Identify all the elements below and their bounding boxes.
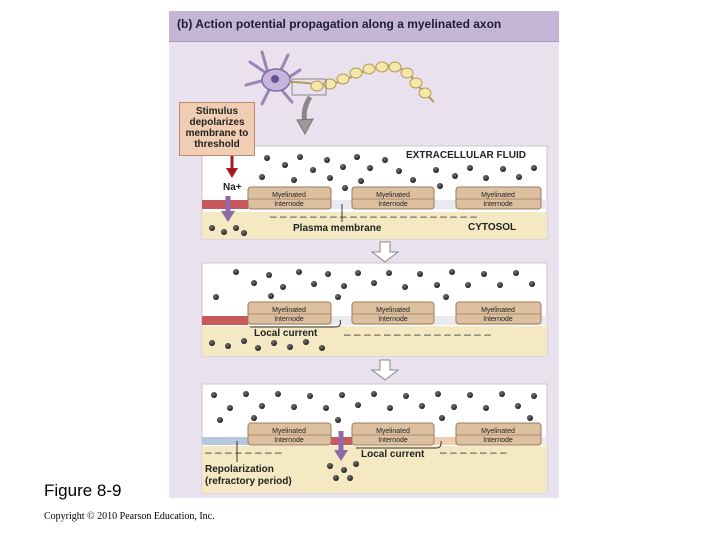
internode-label: Myelinated	[272, 428, 306, 435]
extracellular-fluid-label: EXTRACELLULAR FLUID	[406, 150, 526, 161]
internode-label: Internode	[274, 437, 304, 444]
sodium-ions	[209, 269, 535, 351]
internode-segment	[247, 186, 332, 210]
sodium-ions	[209, 154, 537, 236]
local-current-label: Local current	[254, 328, 318, 339]
internode-label: Internode	[483, 437, 513, 444]
stimulus-text: depolarizes	[189, 117, 245, 128]
internode-label: Myelinated	[376, 428, 410, 435]
panel-3: Myelinated Internode Myelinated Internod…	[201, 383, 548, 494]
internode-label: Internode	[483, 201, 513, 208]
sodium-ions	[211, 391, 537, 481]
internode-label: Myelinated	[376, 307, 410, 314]
internode-label: Internode	[378, 437, 408, 444]
depolarized-node	[202, 316, 248, 325]
figure-title: (b) Action potential propagation along a…	[177, 17, 502, 31]
internode-label: Myelinated	[481, 192, 515, 199]
panel-2: Myelinated Internode Myelinated Internod…	[201, 262, 548, 357]
svg-text:– – – – – – – – – – – – – – –: – – – – – – – – – – – – – – – – – – – – …	[270, 209, 477, 223]
internode-label: Myelinated	[481, 307, 515, 314]
internode-label: Myelinated	[272, 307, 306, 314]
stimulus-text: threshold	[194, 139, 240, 150]
internode-label: Myelinated	[272, 192, 306, 199]
local-current-label: Local current	[361, 449, 425, 460]
internode-segment	[351, 186, 435, 210]
internode-label: Internode	[378, 201, 408, 208]
internode-label: Internode	[483, 316, 513, 323]
stimulus-callout: Stimulus depolarizes membrane to thresho…	[179, 102, 255, 156]
sodium-label: Na+	[223, 182, 242, 193]
neuron-illustration	[244, 50, 435, 136]
step-arrow-icon	[370, 359, 400, 381]
internode-segment	[455, 186, 542, 210]
svg-text:– – – – – – – –: – – – – – – – –	[205, 445, 282, 459]
panel-1: – – – – – – – – – – – – – – – – – – – – …	[201, 145, 548, 240]
svg-text:– – – – – – –: – – – – – – –	[440, 445, 507, 459]
internode-label: Myelinated	[376, 192, 410, 199]
plasma-membrane-label: Plasma membrane	[293, 223, 382, 234]
figure-label: Figure 8-9	[44, 481, 122, 500]
internode-label: Myelinated	[481, 428, 515, 435]
stimulus-arrow-icon	[226, 168, 238, 178]
cytosol-label: CYTOSOL	[468, 222, 516, 233]
repolarized-node	[202, 437, 248, 445]
internode-label: Internode	[274, 316, 304, 323]
internode-label: Internode	[274, 201, 304, 208]
step-arrow-icon	[370, 241, 400, 263]
internode-label: Internode	[378, 316, 408, 323]
depolarized-node	[202, 200, 248, 209]
refractory-period-label: (refractory period)	[205, 476, 292, 487]
sodium-influx-arrow	[334, 450, 348, 461]
stimulus-text: Stimulus	[195, 106, 239, 117]
copyright-notice: Copyright © 2010 Pearson Education, Inc.	[44, 511, 215, 522]
repolarization-label: Repolarization	[205, 464, 274, 475]
svg-text:– – – – – – – – – – – – – – –: – – – – – – – – – – – – – – –	[344, 327, 491, 341]
figure-title-bar	[169, 11, 559, 42]
stimulus-text: membrane to	[185, 128, 249, 139]
sodium-influx-arrow	[221, 211, 235, 222]
